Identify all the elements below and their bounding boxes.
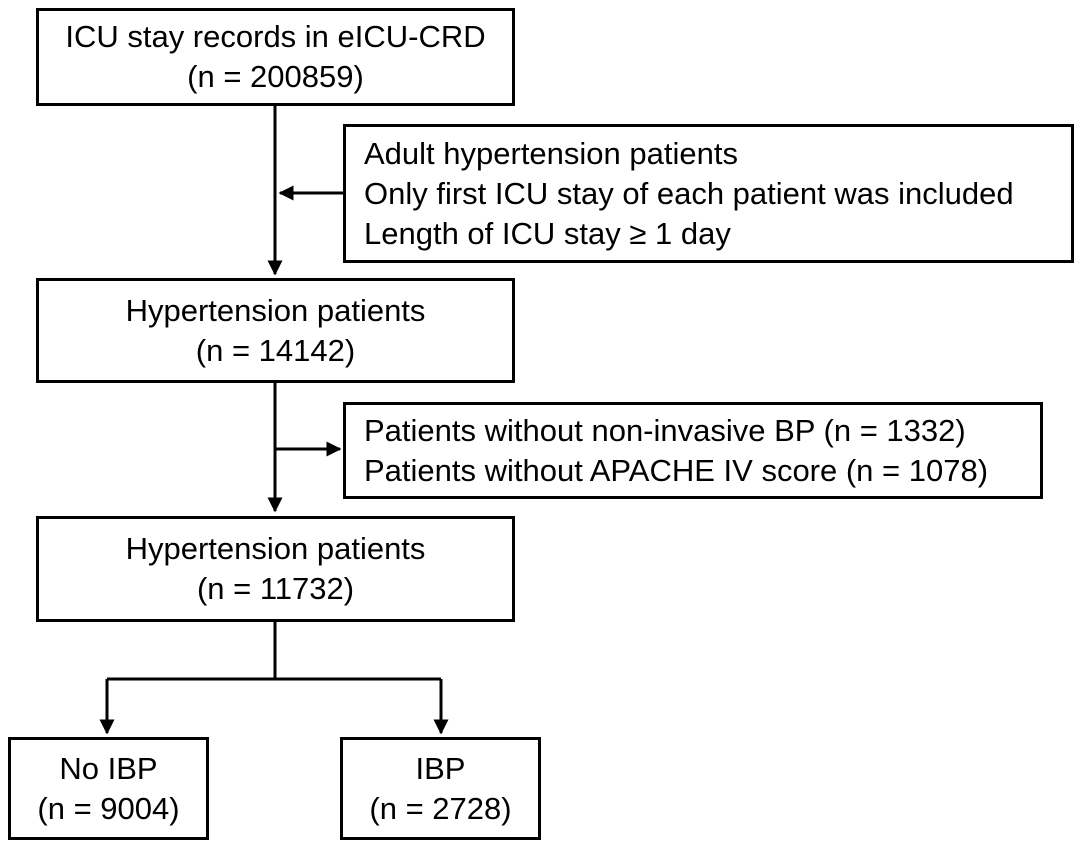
exclusion-line: Patients without APACHE IV score (n = 10… (364, 452, 989, 488)
group-count: (n = 9004) (37, 790, 180, 826)
step-title: Hypertension patients (125, 531, 426, 566)
step-box-hypertension-14142: Hypertension patients (n = 14142) (36, 278, 515, 383)
step-box-icu-records: ICU stay records in eICU-CRD (n = 200859… (36, 8, 515, 106)
criteria-line: Length of ICU stay ≥ 1 day (364, 215, 731, 251)
step-title: ICU stay records in eICU-CRD (65, 19, 486, 54)
group-box-no-ibp: No IBP (n = 9004) (8, 737, 209, 840)
step-count: (n = 200859) (187, 59, 364, 94)
step-title: Hypertension patients (125, 292, 426, 328)
exclusion-line: Patients without non-invasive BP (n = 13… (364, 412, 966, 448)
step-count: (n = 11732) (196, 571, 355, 606)
group-title: IBP (415, 750, 466, 786)
exclusion-box: Patients without non-invasive BP (n = 13… (343, 402, 1043, 499)
group-count: (n = 2728) (369, 790, 512, 826)
step-count: (n = 14142) (195, 332, 356, 368)
criteria-line: Only first ICU stay of each patient was … (364, 175, 1014, 211)
step-box-hypertension-11732: Hypertension patients (n = 11732) (36, 516, 515, 622)
group-box-ibp: IBP (n = 2728) (340, 737, 541, 840)
criteria-line: Adult hypertension patients (364, 135, 738, 171)
group-title: No IBP (59, 750, 158, 786)
criteria-box: Adult hypertension patients Only first I… (343, 124, 1074, 263)
